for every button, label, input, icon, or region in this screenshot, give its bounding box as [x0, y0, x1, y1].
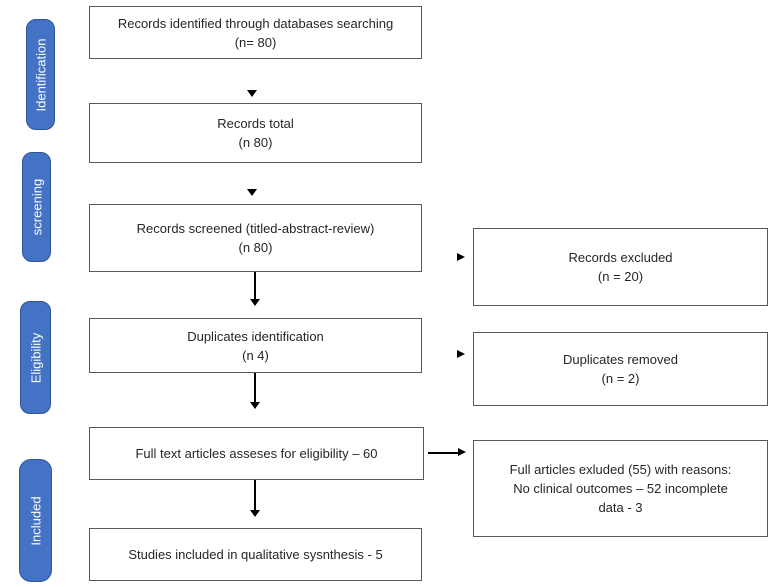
side-box-full-articles-excluded: Full articles exluded (55) with reasons:… — [473, 440, 768, 537]
stage-label: screening — [29, 178, 44, 236]
box-text-line: (n= 80) — [234, 34, 277, 50]
box-text-line: Studies included in qualitative sysnthes… — [128, 547, 383, 562]
arrow-line — [254, 373, 256, 402]
side-box-duplicates-removed: Duplicates removed (n = 2) — [473, 332, 768, 406]
box-text-line: data - 3 — [598, 500, 643, 515]
box-text-line: Duplicates removed — [563, 352, 678, 367]
stage-included: Included — [19, 459, 52, 582]
down-arrowhead-icon — [250, 510, 260, 517]
side-box-records-excluded: Records excluded (n = 20) — [473, 228, 768, 306]
box-text-line: (n = 20) — [597, 269, 644, 284]
stage-label: Identification — [33, 38, 48, 111]
stage-label: Eligibility — [28, 332, 43, 383]
down-arrowhead-icon — [247, 189, 257, 196]
flow-box-records-screened: Records screened (titled-abstract-review… — [89, 204, 422, 272]
down-arrowhead-icon — [250, 299, 260, 306]
right-arrowhead-icon — [458, 448, 466, 456]
flow-box-records-identified: Records identified through databases sea… — [89, 6, 422, 59]
box-text-line: Full text articles asseses for eligibili… — [135, 446, 378, 461]
box-text-line: (n 80) — [238, 135, 273, 150]
stage-eligibility: Eligibility — [20, 301, 51, 414]
arrow-line — [254, 480, 256, 510]
box-text-line: Records total — [217, 116, 294, 131]
right-arrowhead-icon — [457, 253, 465, 261]
flow-box-records-total: Records total (n 80) — [89, 103, 422, 163]
box-text-line: Duplicates identification — [187, 328, 324, 344]
box-text-line: (n = 2) — [601, 371, 640, 386]
stage-identification: Identification — [26, 19, 55, 130]
arrow-line — [428, 452, 458, 454]
box-text-line: (n 80) — [238, 240, 273, 255]
stage-label: Included — [28, 495, 43, 546]
stage-screening: screening — [22, 152, 51, 262]
right-arrowhead-icon — [457, 350, 465, 358]
box-text-line: Records screened (titled-abstract-review… — [136, 221, 375, 236]
box-text-line: No clinical outcomes – 52 incomplete — [513, 481, 728, 496]
arrow-line — [254, 272, 256, 299]
box-text-line: (n 4) — [242, 347, 269, 363]
down-arrowhead-icon — [247, 90, 257, 97]
box-text-line: Full articles exluded (55) with reasons: — [509, 462, 732, 477]
flow-box-full-text-assessed: Full text articles asseses for eligibili… — [89, 427, 424, 480]
box-text-line: Records excluded — [568, 250, 673, 265]
down-arrowhead-icon — [250, 402, 260, 409]
flow-box-duplicates-identification: Duplicates identification (n 4) — [89, 318, 422, 373]
box-text-line: Records identified through databases sea… — [117, 15, 394, 31]
flow-box-studies-included: Studies included in qualitative sysnthes… — [89, 528, 422, 581]
